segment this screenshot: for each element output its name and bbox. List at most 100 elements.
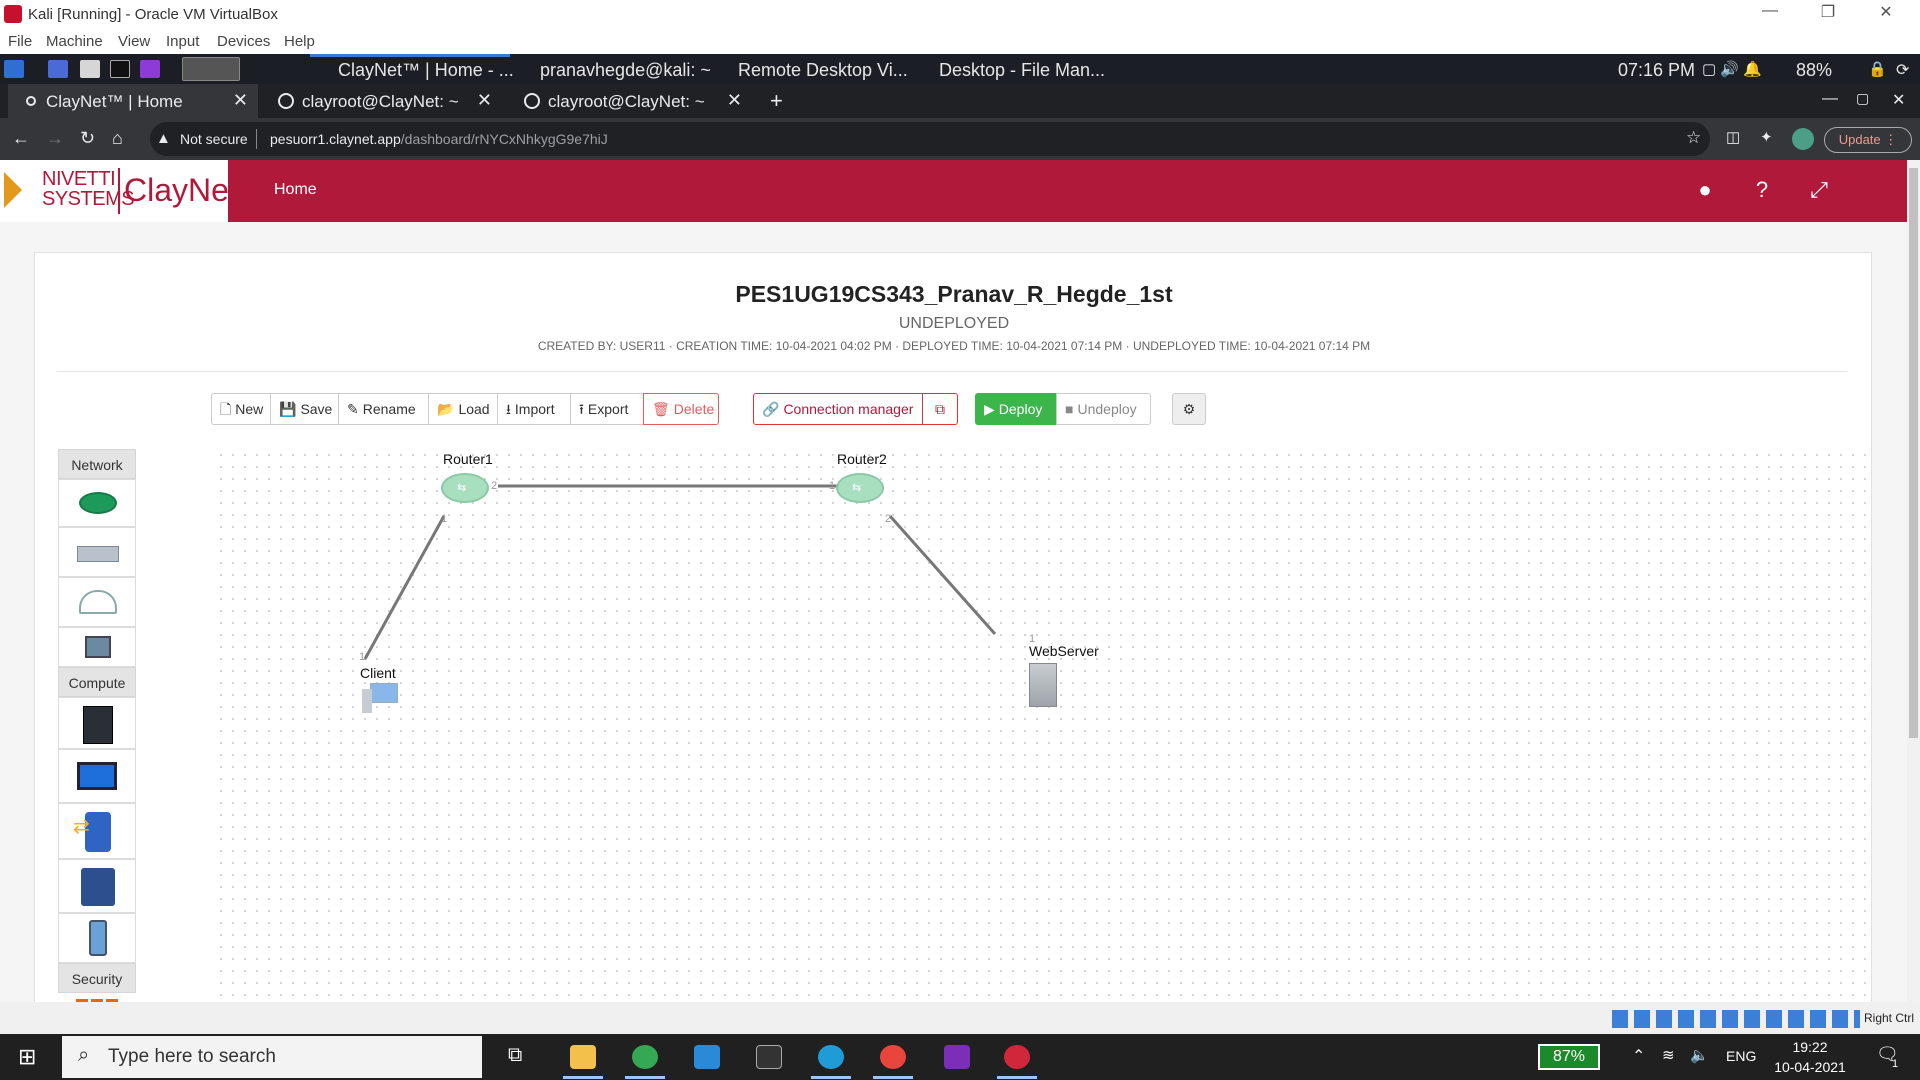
home-icon[interactable]: ⌂: [112, 128, 123, 148]
settings-button[interactable]: ⚙: [1172, 393, 1206, 425]
taskbar-clock[interactable]: 19:22 10-04-2021: [1760, 1037, 1860, 1077]
palette-switch[interactable]: [58, 527, 136, 577]
vbox-device-icons[interactable]: [1612, 1010, 1860, 1028]
file-explorer-icon[interactable]: [570, 1045, 596, 1069]
bookmark-star-icon[interactable]: ☆: [1686, 128, 1702, 147]
palette-phone[interactable]: [58, 859, 136, 913]
close-icon[interactable]: ✕: [1879, 4, 1893, 21]
task-claynet[interactable]: ClayNet™ | Home - ...: [314, 60, 520, 81]
chrome-profile-icon[interactable]: [880, 1045, 906, 1069]
menu-devices[interactable]: Devices: [217, 33, 271, 50]
extensions-icon[interactable]: ✦: [1760, 129, 1773, 146]
import-button[interactable]: ⭳Import: [497, 393, 571, 425]
menu-machine[interactable]: Machine: [46, 33, 103, 50]
deploy-button[interactable]: ▶Deploy: [975, 393, 1057, 425]
home-link[interactable]: Home: [274, 181, 317, 198]
palette-compute-header[interactable]: Compute: [58, 667, 136, 697]
menu-file[interactable]: File: [8, 33, 33, 50]
panel-battery[interactable]: 88%: [1796, 60, 1833, 80]
tab-close-icon[interactable]: ✕: [726, 90, 742, 110]
task-remote-desktop[interactable]: Remote Desktop Vi...: [714, 60, 914, 81]
power-icon[interactable]: ⟳: [1896, 62, 1910, 79]
vscode-icon[interactable]: [694, 1045, 720, 1069]
update-button[interactable]: Update ⋮: [1824, 127, 1912, 153]
save-button[interactable]: 💾Save: [270, 393, 339, 425]
browser-minimize-icon[interactable]: —: [1822, 90, 1838, 107]
task-file-manager[interactable]: Desktop - File Man...: [915, 60, 1115, 81]
volume-icon[interactable]: 🔈: [1690, 1047, 1709, 1064]
tab-clayroot-2[interactable]: clayroot@ClayNet: ~ ✕: [508, 84, 752, 118]
reload-icon[interactable]: ↻: [80, 128, 96, 148]
tab-claynet-home[interactable]: ClayNet™ | Home ✕: [8, 84, 258, 118]
language-indicator[interactable]: ENG: [1726, 1048, 1757, 1064]
task-terminal[interactable]: pranavhegde@kali: ~: [516, 60, 712, 81]
tab-close-icon[interactable]: ✕: [476, 90, 492, 110]
undeploy-button[interactable]: ■Undeploy: [1056, 393, 1151, 425]
task-view-icon[interactable]: ⧉: [508, 1044, 523, 1066]
onenote-icon[interactable]: [944, 1045, 970, 1069]
palette-server[interactable]: [58, 697, 136, 749]
taskbar-battery[interactable]: 87%: [1538, 1044, 1600, 1070]
kali-menu-icon[interactable]: [4, 60, 24, 78]
page-scrollbar[interactable]: [1907, 160, 1920, 1002]
new-button[interactable]: 🗋New: [211, 393, 271, 425]
file-manager-icon[interactable]: [80, 60, 100, 78]
palette-pc[interactable]: [58, 749, 136, 803]
tray-chevron-icon[interactable]: ⌃: [1632, 1048, 1646, 1065]
windows-terminal-icon[interactable]: [756, 1045, 782, 1069]
windows-start-icon[interactable]: ⊞: [18, 1044, 37, 1069]
open-external-button[interactable]: ⧉: [922, 393, 958, 425]
router1-node[interactable]: ⇆: [441, 473, 489, 503]
chrome-launcher-icon[interactable]: [182, 57, 240, 81]
firefox-icon[interactable]: [140, 60, 160, 78]
account-icon[interactable]: ●: [1698, 177, 1712, 202]
terminal-icon[interactable]: [110, 60, 130, 78]
fullscreen-icon[interactable]: ⤢: [1810, 177, 1828, 202]
back-icon[interactable]: ←: [12, 128, 30, 148]
scrollbar-thumb[interactable]: [1909, 168, 1918, 738]
palette-wireless[interactable]: [58, 577, 136, 627]
forward-icon[interactable]: →: [46, 128, 64, 148]
new-tab-icon[interactable]: +: [770, 88, 783, 113]
palette-network-header[interactable]: Network: [58, 449, 136, 479]
connection-manager-button[interactable]: 🔗Connection manager: [753, 393, 923, 425]
tab-close-icon[interactable]: ✕: [232, 90, 248, 110]
link-router2-webserver[interactable]: [888, 515, 997, 635]
delete-button[interactable]: 🗑Delete: [643, 393, 719, 425]
edge-icon[interactable]: [818, 1045, 844, 1069]
palette-hub[interactable]: [58, 627, 136, 667]
menu-view[interactable]: View: [118, 33, 151, 50]
lock-icon[interactable]: 🔒: [1868, 61, 1887, 78]
profile-avatar[interactable]: [1792, 128, 1814, 150]
link-router1-client[interactable]: [363, 515, 446, 660]
show-desktop-icon[interactable]: [48, 60, 68, 78]
address-bar[interactable]: ▲ Not secure pesuorr1.claynet.app/dashbo…: [150, 122, 1710, 156]
export-button[interactable]: ⭱Export: [570, 393, 644, 425]
panel-tray-icons[interactable]: ▢ 🔊 🔔: [1702, 61, 1762, 78]
help-icon[interactable]: ?: [1755, 177, 1769, 202]
browser-maximize-icon[interactable]: ▢: [1856, 90, 1870, 106]
router2-node[interactable]: ⇆: [836, 473, 884, 503]
palette-load-balancer[interactable]: ⇄: [58, 803, 136, 859]
menu-help[interactable]: Help: [284, 33, 315, 50]
wifi-icon[interactable]: ≋: [1662, 1047, 1675, 1064]
palette-security-header[interactable]: Security: [58, 963, 136, 993]
webserver-node[interactable]: [1029, 663, 1057, 707]
taskbar-search[interactable]: ⌕ Type here to search: [62, 1036, 482, 1078]
pocket-icon[interactable]: ◫: [1726, 129, 1741, 146]
palette-router[interactable]: [58, 479, 136, 527]
palette-mobile[interactable]: [58, 913, 136, 963]
client-node[interactable]: [362, 683, 404, 713]
chrome-icon[interactable]: [632, 1045, 658, 1069]
menu-input[interactable]: Input: [166, 33, 200, 50]
topology-canvas[interactable]: Router1 ⇆ 2 1 Router2 ⇆ 1 2 1 Client 1 W…: [215, 449, 1875, 1013]
load-button[interactable]: 📂Load: [428, 393, 498, 425]
tab-clayroot-1[interactable]: clayroot@ClayNet: ~ ✕: [262, 84, 502, 118]
browser-close-icon[interactable]: ✕: [1892, 92, 1906, 109]
restore-icon[interactable]: ❐: [1820, 4, 1836, 21]
panel-clock[interactable]: 07:16 PM: [1618, 60, 1696, 80]
notification-icon[interactable]: 🗨: [1876, 1044, 1899, 1064]
minimize-icon[interactable]: —: [1762, 2, 1778, 19]
virtualbox-taskbar-icon[interactable]: [1004, 1045, 1030, 1069]
